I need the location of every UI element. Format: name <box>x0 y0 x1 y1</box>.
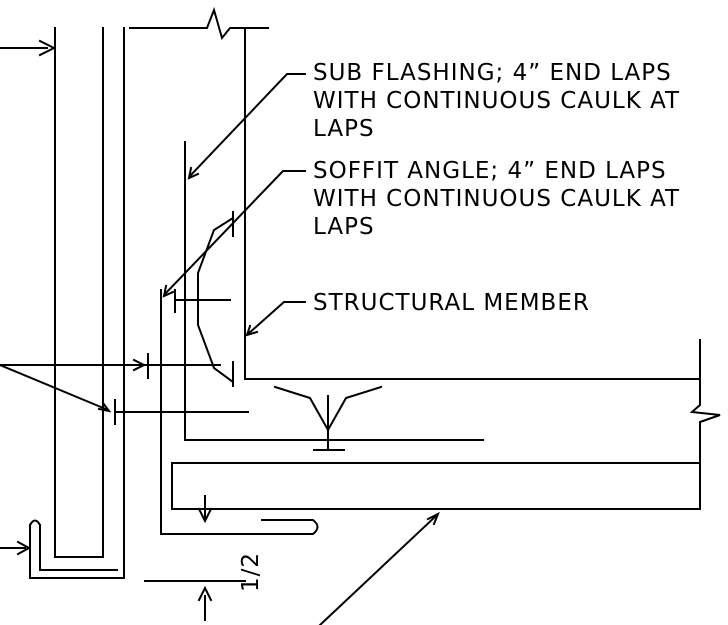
soffit-angle-line-3: LAPS <box>313 214 375 240</box>
left-wall-panel <box>0 27 221 558</box>
fasteners <box>114 211 383 451</box>
leader-lines <box>0 73 440 625</box>
gap-dimension-label: 1/2 <box>238 552 264 592</box>
callout-soffit-angle: SOFFIT ANGLE; 4” END LAPS WITH CONTINUOU… <box>313 158 680 240</box>
soffit-angle-line-1: SOFFIT ANGLE; 4” END LAPS <box>313 158 667 184</box>
callout-sub-flashing: SUB FLASHING; 4” END LAPS WITH CONTINUOU… <box>313 60 680 142</box>
structural-member <box>129 6 721 481</box>
j-channel <box>0 27 125 579</box>
fascia-panel <box>171 462 701 510</box>
sub-flashing-line-3: LAPS <box>313 116 375 142</box>
sub-flashing-line-1: SUB FLASHING; 4” END LAPS <box>313 60 672 86</box>
soffit-angle-line-2: WITH CONTINUOUS CAULK AT <box>313 186 680 212</box>
sub-flashing <box>184 141 484 441</box>
soffit-angle <box>160 289 319 535</box>
gap-dimension <box>144 495 246 621</box>
structural-member-label: STRUCTURAL MEMBER <box>313 290 590 316</box>
sub-flashing-line-2: WITH CONTINUOUS CAULK AT <box>313 88 680 114</box>
